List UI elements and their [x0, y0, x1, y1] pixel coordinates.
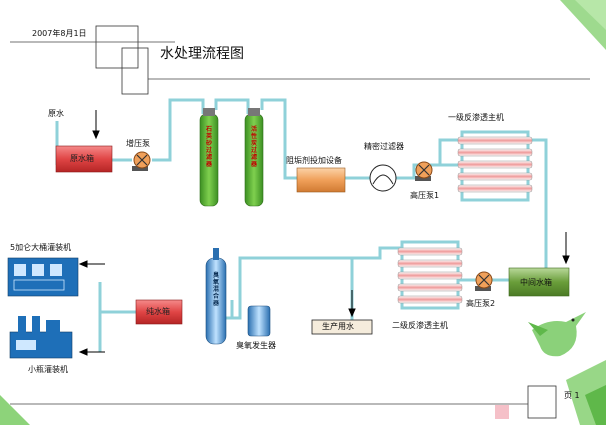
quartz-sand-filter-label: 石英砂过滤器 — [205, 126, 212, 168]
raw-water-tank-label: 原水箱 — [70, 154, 94, 163]
activated-carbon-filter-label: 活性炭过滤器 — [250, 126, 257, 168]
page-number: 页 1 — [564, 391, 580, 400]
raw-water-label: 原水 — [48, 109, 64, 118]
ro-stage-1-membranes — [457, 130, 533, 202]
precision-filter-label: 精密过滤器 — [364, 142, 404, 151]
ozone-generator-label: 臭氧发生器 — [236, 341, 276, 350]
raw-water-tank — [55, 145, 113, 173]
ro-stage-2-membranes — [397, 240, 463, 310]
small-bottle-filling-machine — [9, 316, 73, 359]
pure-water-tank-label: 纯水箱 — [146, 307, 170, 316]
booster-pump-label: 增压泵 — [126, 139, 150, 148]
big-bottle-filler-label: 5加仑大桶灌装机 — [10, 243, 72, 252]
high-pressure-pump-2-label: 高压泵2 — [466, 299, 496, 308]
big-bottle-filling-machine — [7, 257, 79, 297]
production-water-box — [311, 319, 373, 335]
antiscalant-dosing-label: 阻垢剂投加设备 — [286, 156, 342, 165]
high-pressure-pump-1-icon — [415, 161, 433, 181]
ozone-generator — [247, 305, 271, 337]
ro-stage-2-label: 二级反渗透主机 — [392, 321, 448, 330]
flow-arrows — [78, 110, 570, 356]
booster-pump-icon — [132, 151, 151, 171]
intermediate-tank-label: 中间水箱 — [520, 278, 552, 287]
ozone-mixer-label: 臭氧混合器 — [212, 272, 219, 307]
production-water-label: 生产用水 — [322, 322, 354, 331]
ro-stage-1-label: 一级反渗透主机 — [448, 113, 504, 122]
antiscalant-dosing-unit — [296, 167, 346, 193]
header-decoration — [10, 25, 590, 95]
quartz-sand-filter — [199, 108, 219, 207]
intermediate-water-tank — [508, 267, 570, 297]
footer-decoration — [10, 385, 557, 419]
header-date: 2007年8月1日 — [32, 29, 87, 38]
high-pressure-pump-2-icon — [475, 271, 493, 291]
bird-decoration — [528, 312, 586, 357]
pure-water-tank — [135, 299, 183, 325]
small-bottle-filler-label: 小瓶灌装机 — [28, 365, 68, 374]
ozone-mixer-tower — [205, 248, 227, 345]
high-pressure-pump-1-label: 高压泵1 — [410, 191, 440, 200]
page-title: 水处理流程图 — [160, 46, 244, 62]
activated-carbon-filter — [244, 108, 264, 207]
precision-filter-icon — [369, 164, 397, 192]
